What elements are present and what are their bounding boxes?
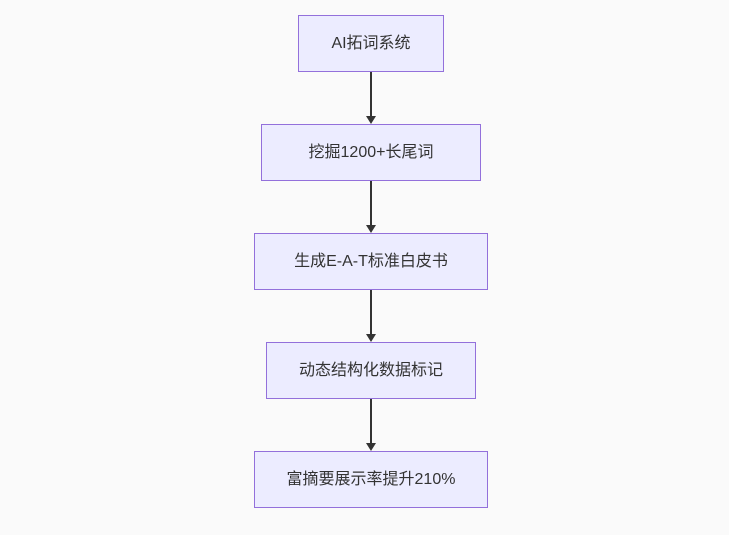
flowchart-arrow xyxy=(366,399,376,451)
arrow-head-icon xyxy=(366,334,376,342)
flow-node-longtail-mining: 挖掘1200+长尾词 xyxy=(261,124,481,181)
flow-node-structured-data-markup: 动态结构化数据标记 xyxy=(265,342,476,399)
flowchart-column: AI拓词系统 挖掘1200+长尾词 生成E-A-T标准白皮书 动态结构化数据标记… xyxy=(0,15,729,508)
flow-node-eat-whitepaper: 生成E-A-T标准白皮书 xyxy=(254,233,488,290)
arrow-line xyxy=(370,181,372,225)
flowchart-arrow xyxy=(366,72,376,124)
arrow-head-icon xyxy=(366,443,376,451)
arrow-line xyxy=(370,399,372,443)
flow-node-ai-keyword-system: AI拓词系统 xyxy=(298,15,444,72)
flowchart-arrow xyxy=(366,181,376,233)
flow-node-rich-snippet-rate: 富摘要展示率提升210% xyxy=(253,451,489,508)
arrow-head-icon xyxy=(366,225,376,233)
arrow-line xyxy=(370,72,372,116)
flowchart-arrow xyxy=(366,290,376,342)
arrow-head-icon xyxy=(366,116,376,124)
arrow-line xyxy=(370,290,372,334)
